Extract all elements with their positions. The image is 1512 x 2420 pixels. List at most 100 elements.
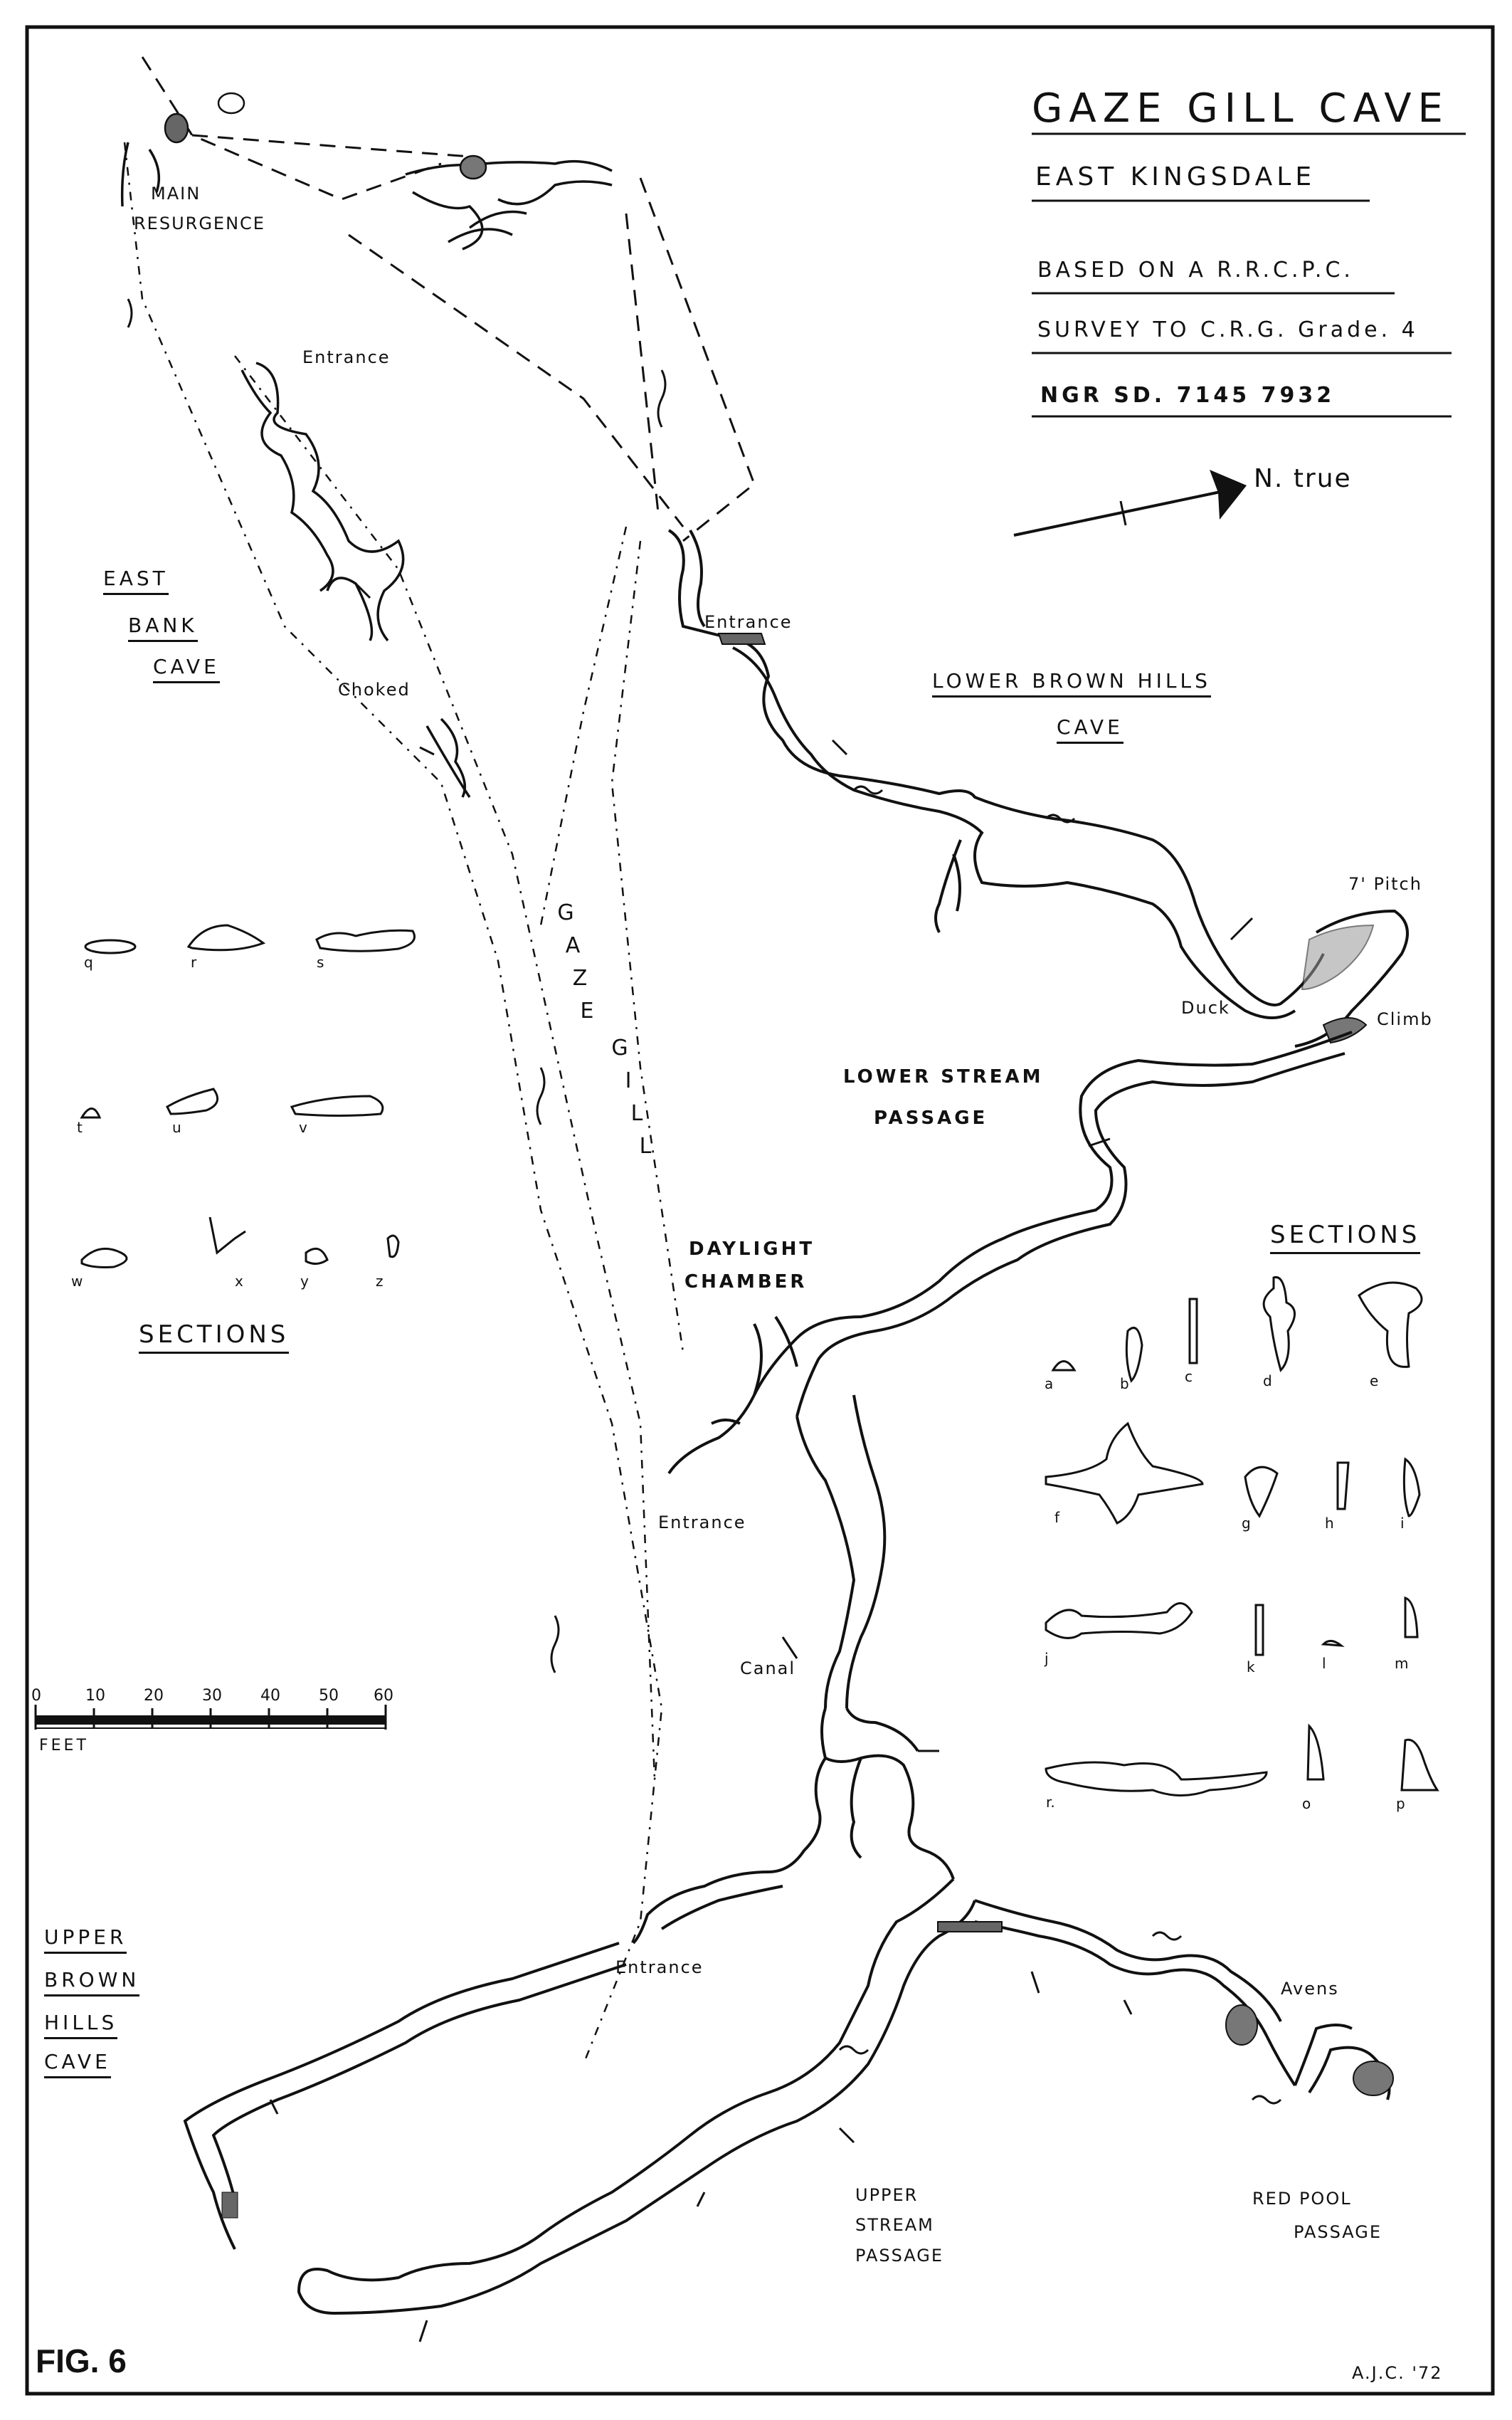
gaze-gill-letter-g: G	[557, 900, 577, 925]
map-area: EAST KINGSDALE	[1035, 162, 1316, 191]
figure-label: FIG. 6	[36, 2342, 127, 2379]
east-bank-cave-label-3: CAVE	[153, 655, 220, 683]
entrance-label-upper-brown: Entrance	[615, 1957, 704, 1977]
survey-basis: BASED ON A R.R.C.P.C.	[1037, 258, 1354, 283]
red-pool-passage	[974, 1899, 1391, 2100]
upper-stream-label-1: UPPER	[855, 2185, 919, 2205]
section-letter-q: q	[84, 954, 93, 971]
gaze-gill-letter-z: Z	[572, 966, 591, 991]
gaze-gill-letter-e: E	[580, 999, 597, 1024]
north-arrow-icon	[1013, 470, 1247, 537]
grid-reference: NGR SD. 7145 7932	[1040, 383, 1336, 408]
main-resurgence-label-2: RESURGENCE	[134, 214, 265, 233]
lower-brown-hills-cave-passage	[667, 529, 1409, 1048]
east-bank-cave-label-2: BANK	[128, 614, 198, 642]
section-letter-s: s	[317, 954, 324, 971]
section-letter-e: e	[1370, 1372, 1379, 1389]
pitch-label: 7' Pitch	[1348, 874, 1422, 894]
gaze-gill-letter-l: L	[630, 1101, 646, 1126]
section-letter-y: y	[300, 1273, 309, 1290]
resurgence-pool-icons	[164, 92, 487, 180]
north-arrow-label: N. true	[1254, 464, 1352, 493]
section-letter-r: r	[191, 954, 197, 971]
flow-arrow-icons	[127, 298, 1282, 2105]
scale-tick-20: 20	[144, 1687, 164, 1705]
daylight-chamber-label-1: DAYLIGHT	[689, 1238, 815, 1260]
entrance-label-daylight: Entrance	[658, 1512, 746, 1532]
sections-heading-left: SECTIONS	[139, 1320, 290, 1354]
section-letter-h: h	[1325, 1515, 1334, 1532]
section-letter-i: i	[1400, 1515, 1405, 1532]
upper-brown-hills-label-4: CAVE	[44, 2050, 111, 2078]
pitch-and-climb-hatch	[717, 633, 1375, 1044]
section-letter-j: j	[1045, 1650, 1049, 1667]
choked-label: Choked	[338, 680, 411, 700]
upper-stream-label-3: PASSAGE	[855, 2246, 944, 2266]
scale-tick-30: 30	[202, 1687, 222, 1705]
section-letter-o: o	[1302, 1795, 1311, 1812]
canal-label: Canal	[740, 1658, 796, 1678]
lower-stream-label-1: LOWER STREAM	[843, 1066, 1044, 1088]
map-border	[25, 25, 1495, 2396]
east-bank-cave-passage	[240, 362, 471, 798]
section-letter-r-right: r.	[1046, 1794, 1055, 1811]
red-pool-label-2: PASSAGE	[1294, 2222, 1383, 2242]
section-letter-m: m	[1395, 1655, 1409, 1672]
daylight-chamber-passage	[667, 1315, 887, 1709]
section-letter-d: d	[1263, 1372, 1272, 1389]
gaze-gill-letter-l2: L	[639, 1134, 655, 1159]
gaze-gill-letter-g2: G	[611, 1036, 631, 1061]
entrance-label-lower-brown: Entrance	[704, 612, 793, 632]
daylight-chamber-label-2: CHAMBER	[684, 1271, 808, 1293]
lower-stream-label-2: PASSAGE	[874, 1108, 988, 1129]
upper-brown-hills-cave-passage	[183, 1942, 627, 2250]
scale-tick-50: 50	[319, 1687, 339, 1705]
section-letter-x: x	[235, 1273, 243, 1290]
scale-bar	[34, 1705, 387, 1730]
section-letter-u: u	[172, 1119, 181, 1136]
sections-heading-right: SECTIONS	[1270, 1221, 1421, 1254]
map-title: GAZE GILL CAVE	[1032, 85, 1449, 132]
climb-label: Climb	[1377, 1009, 1433, 1029]
section-letter-l: l	[1322, 1655, 1326, 1672]
section-letter-t: t	[77, 1119, 83, 1136]
title-rules	[1032, 132, 1466, 418]
section-letter-c: c	[1185, 1368, 1193, 1385]
lower-stream-passage	[753, 1031, 1353, 1417]
survey-grade: SURVEY TO C.R.G. Grade. 4	[1037, 317, 1419, 342]
section-letter-w: w	[71, 1273, 83, 1290]
scale-tick-60: 60	[374, 1687, 393, 1705]
upper-stream-label-2: STREAM	[855, 2215, 934, 2235]
section-letter-b: b	[1120, 1375, 1129, 1392]
section-letter-f: f	[1054, 1509, 1060, 1526]
section-letter-g: g	[1242, 1515, 1251, 1532]
avens-label: Avens	[1281, 1979, 1339, 1999]
upper-brown-hills-label-1: UPPER	[44, 1925, 127, 1954]
red-pool-label-1: RED POOL	[1252, 2189, 1352, 2209]
left-section-profiles	[80, 924, 416, 1268]
scale-tick-0: 0	[31, 1687, 41, 1705]
scale-tick-10: 10	[85, 1687, 105, 1705]
gaze-gill-stream	[123, 142, 684, 2065]
scale-tick-40: 40	[260, 1687, 280, 1705]
main-resurgence-label-1: MAIN	[151, 184, 201, 204]
gaze-gill-letter-i: I	[625, 1068, 635, 1093]
entrance-label-east-bank: Entrance	[302, 347, 391, 367]
upper-brown-hills-label-2: BROWN	[44, 1968, 140, 1996]
red-pool-hatch	[937, 1921, 1394, 2096]
right-section-profiles	[1045, 1275, 1439, 1796]
section-letter-v: v	[299, 1119, 307, 1136]
gaze-gill-letter-a: A	[565, 933, 583, 958]
section-marker-ticks	[269, 582, 1254, 2342]
east-bank-cave-label-1: EAST	[103, 567, 169, 595]
duck-label: Duck	[1181, 998, 1230, 1018]
upper-stream-passage	[297, 1878, 976, 2315]
lower-brown-hills-label-2: CAVE	[1057, 715, 1124, 744]
main-resurgence-passage	[120, 142, 613, 251]
upper-brown-hills-hatch	[221, 2192, 238, 2219]
upper-brown-hills-label-3: HILLS	[44, 2011, 118, 2039]
section-letter-p: p	[1396, 1795, 1405, 1812]
lower-brown-hills-label-1: LOWER BROWN HILLS	[932, 669, 1211, 698]
